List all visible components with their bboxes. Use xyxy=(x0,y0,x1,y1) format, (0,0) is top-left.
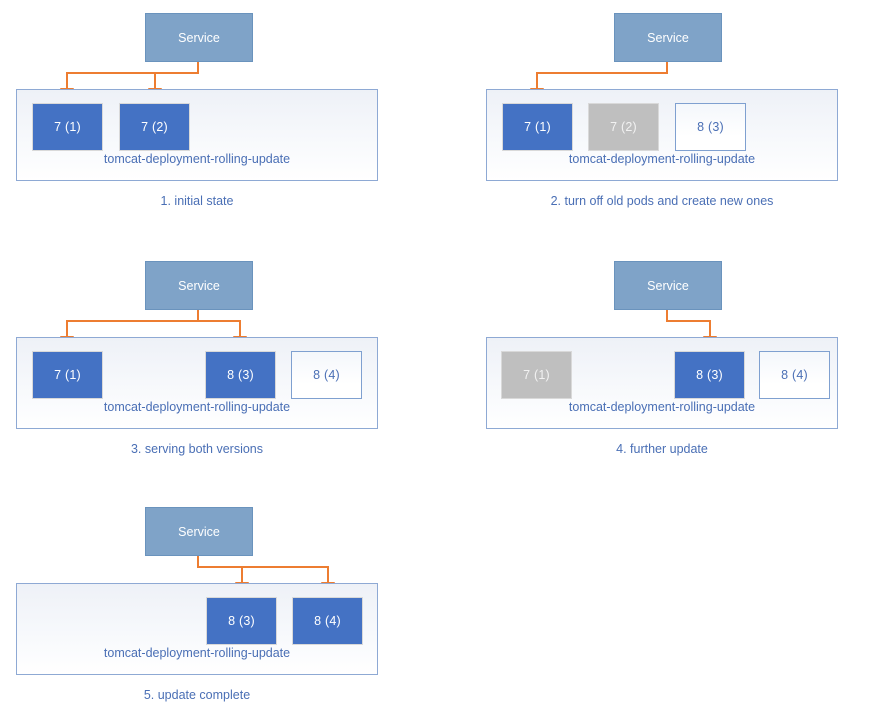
arrow-branch-left xyxy=(536,62,668,92)
service-label: Service xyxy=(647,30,689,45)
pod-label: 8 (4) xyxy=(313,368,340,382)
pod-label: 8 (3) xyxy=(697,120,724,134)
arrow-branch-right xyxy=(242,566,329,586)
pod-7-1[interactable]: 7 (1) xyxy=(501,351,572,399)
pod-8-3[interactable]: 8 (3) xyxy=(675,103,746,151)
pod-8-4[interactable]: 8 (4) xyxy=(759,351,830,399)
service-label: Service xyxy=(178,524,220,539)
pod-7-2[interactable]: 7 (2) xyxy=(588,103,659,151)
panel-caption: 1. initial state xyxy=(160,194,234,208)
service-box[interactable]: Service xyxy=(614,13,722,62)
arrow-branch-right xyxy=(666,310,711,340)
arrow-branch-left xyxy=(66,62,199,92)
arrow-branch-left xyxy=(197,556,243,586)
pod-label: 7 (1) xyxy=(523,368,550,382)
pod-label: 7 (1) xyxy=(524,120,551,134)
pod-8-3[interactable]: 8 (3) xyxy=(206,597,277,645)
service-box[interactable]: Service xyxy=(145,507,253,556)
pod-label: 7 (1) xyxy=(54,368,81,382)
service-box[interactable]: Service xyxy=(614,261,722,310)
service-box[interactable]: Service xyxy=(145,261,253,310)
service-label: Service xyxy=(647,278,689,293)
deployment-label: tomcat-deployment-rolling-update xyxy=(568,400,756,414)
arrow-branch-left xyxy=(66,310,199,340)
pod-7-1[interactable]: 7 (1) xyxy=(32,103,103,151)
panel-caption: 3. serving both versions xyxy=(130,442,263,456)
deployment-label: tomcat-deployment-rolling-update xyxy=(103,152,291,166)
pod-label: 8 (3) xyxy=(696,368,723,382)
arrow-branch-right xyxy=(198,320,241,340)
deployment-label: tomcat-deployment-rolling-update xyxy=(103,646,291,660)
pod-label: 8 (3) xyxy=(227,368,254,382)
service-box[interactable]: Service xyxy=(145,13,253,62)
panel-caption: 5. update complete xyxy=(143,688,251,702)
panel-caption: 2. turn off old pods and create new ones xyxy=(550,194,774,208)
service-label: Service xyxy=(178,30,220,45)
pod-label: 8 (4) xyxy=(781,368,808,382)
pod-7-1[interactable]: 7 (1) xyxy=(502,103,573,151)
deployment-label: tomcat-deployment-rolling-update xyxy=(103,400,291,414)
pod-8-3[interactable]: 8 (3) xyxy=(205,351,276,399)
pod-label: 7 (2) xyxy=(610,120,637,134)
deployment-label: tomcat-deployment-rolling-update xyxy=(568,152,756,166)
pod-7-1[interactable]: 7 (1) xyxy=(32,351,103,399)
pod-label: 7 (2) xyxy=(141,120,168,134)
pod-8-4[interactable]: 8 (4) xyxy=(292,597,363,645)
arrow-branch-right xyxy=(154,72,198,92)
service-label: Service xyxy=(178,278,220,293)
pod-label: 8 (3) xyxy=(228,614,255,628)
pod-label: 7 (1) xyxy=(54,120,81,134)
pod-7-2[interactable]: 7 (2) xyxy=(119,103,190,151)
panel-caption: 4. further update xyxy=(616,442,708,456)
pod-8-3[interactable]: 8 (3) xyxy=(674,351,745,399)
pod-8-4[interactable]: 8 (4) xyxy=(291,351,362,399)
pod-label: 8 (4) xyxy=(314,614,341,628)
